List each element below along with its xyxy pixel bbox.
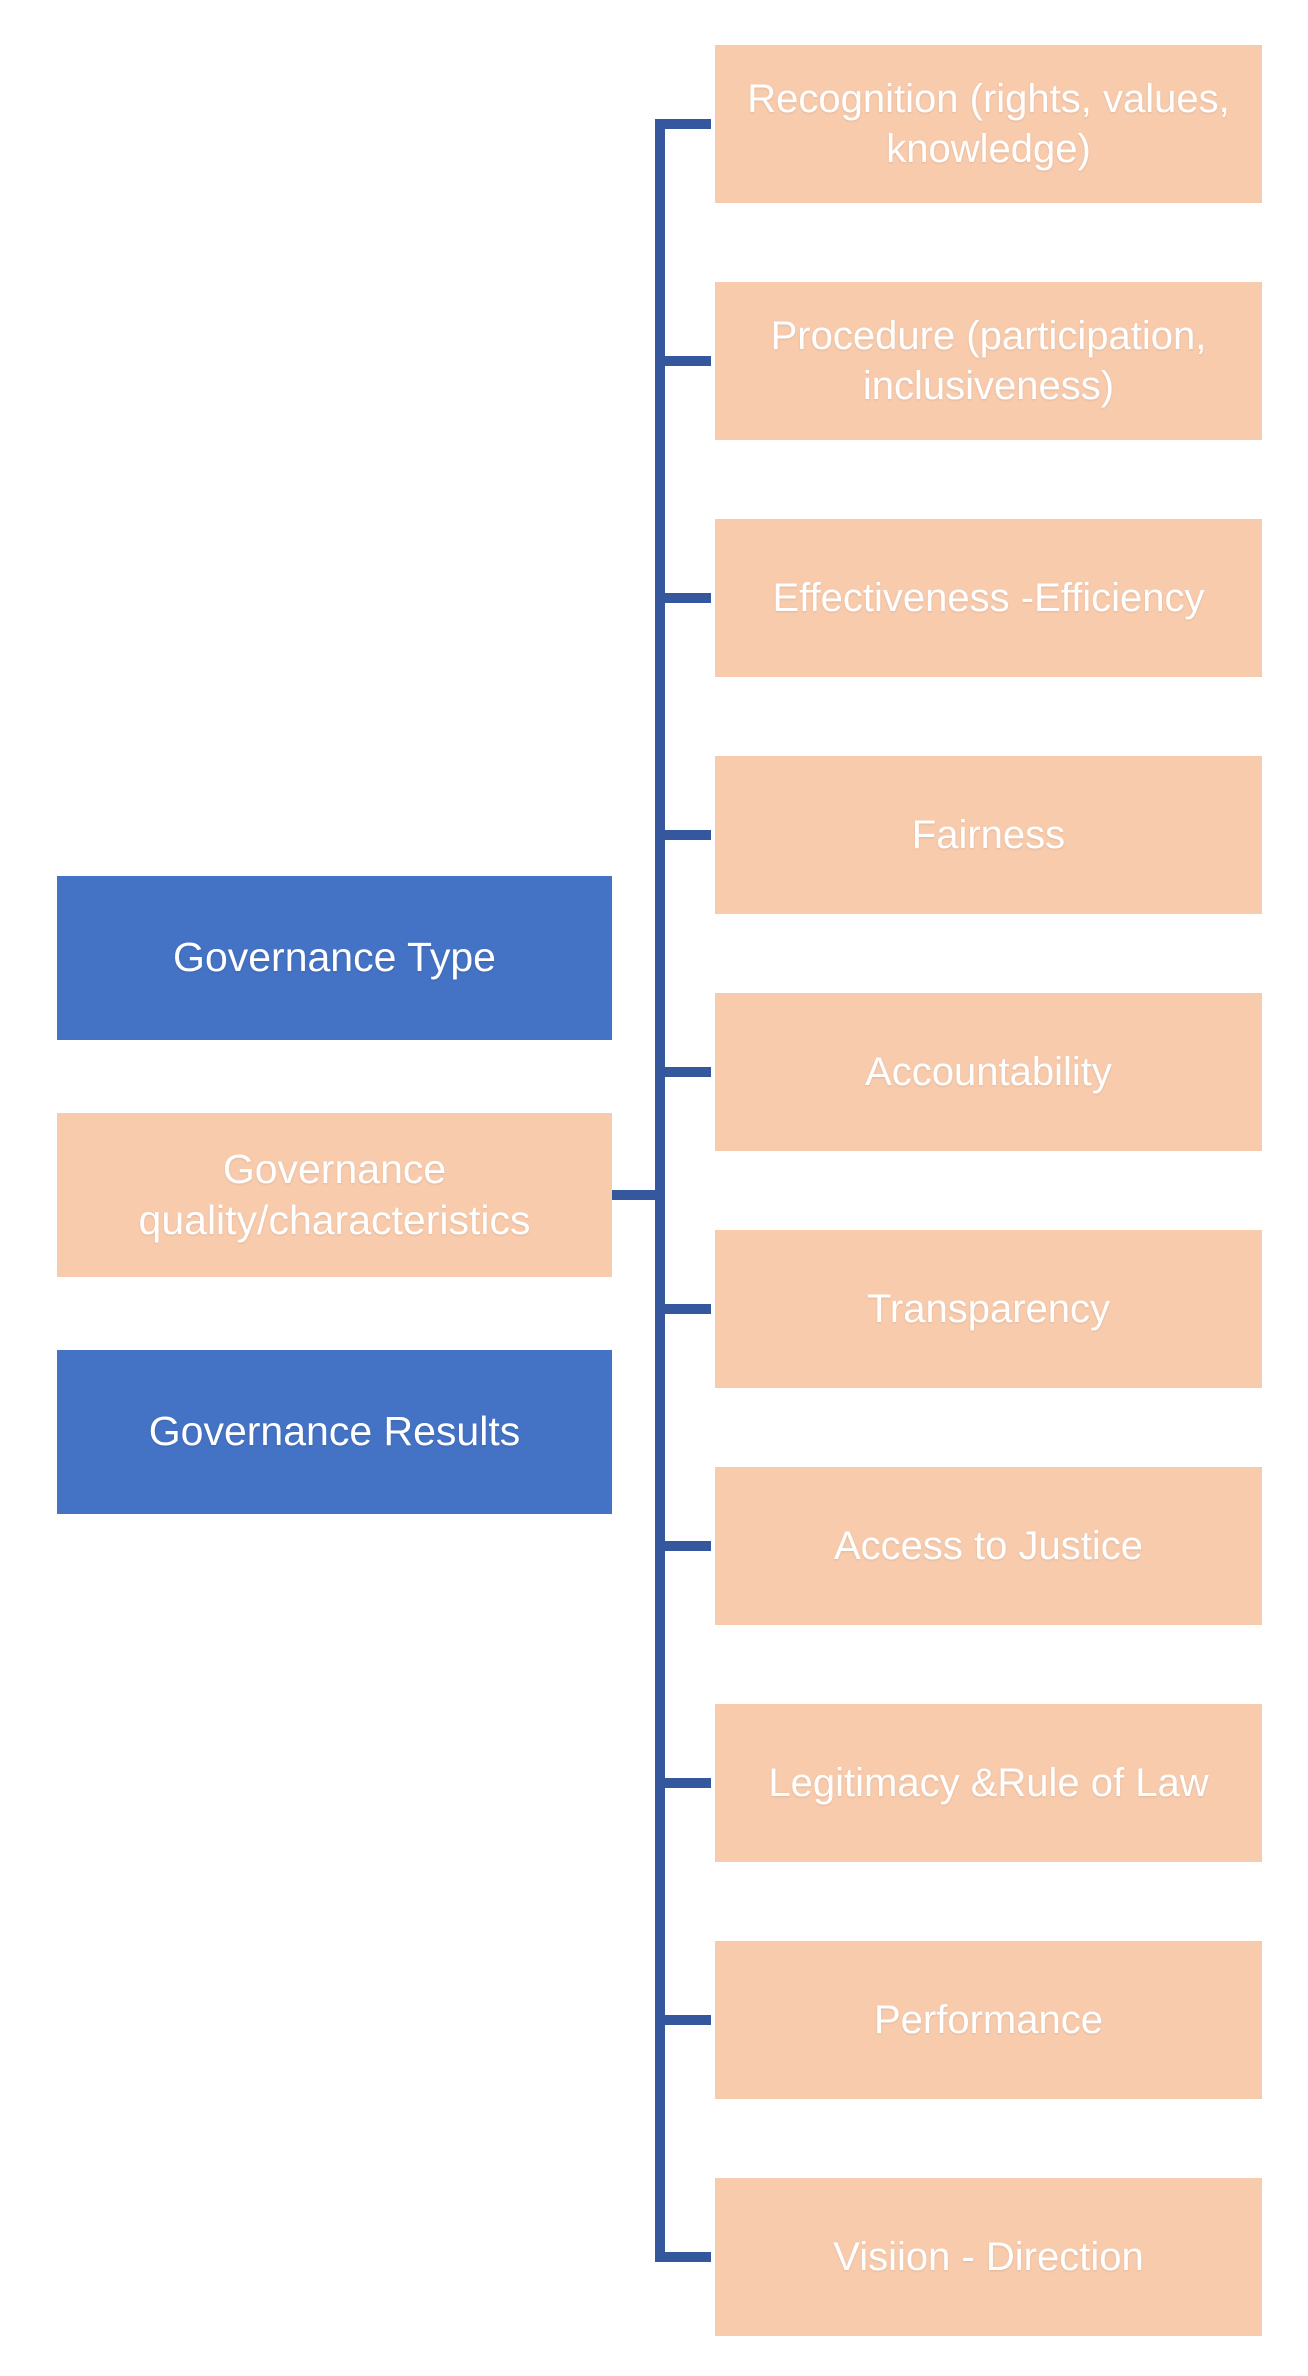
right-box-transparency-label: Transparency [866,1287,1111,1331]
connector-tick-6 [655,1304,711,1314]
connector-tick-2 [655,356,711,366]
right-box-recognition: Recognition (rights, values, knowledge) [715,45,1262,203]
right-box-performance-label: Performance [874,1998,1103,2042]
right-box-legitimacy-rule-of-law: Legitimacy &Rule of Law [715,1704,1262,1862]
connector-tick-4 [655,830,711,840]
connector-tick-3 [655,593,711,603]
right-box-vision-direction: Visiion - Direction [715,2178,1262,2336]
right-box-effectiveness-efficiency: Effectiveness -Efficiency [715,519,1262,677]
left-box-governance-results: Governance Results [57,1350,612,1514]
left-box-governance-quality: Governance quality/characteristics [57,1113,612,1277]
connector-tick-5 [655,1067,711,1077]
right-box-transparency: Transparency [715,1230,1262,1388]
right-box-accountability-label: Accountability [865,1050,1112,1094]
right-box-vision-direction-label: Visiion - Direction [833,2235,1144,2279]
connector-tick-8 [655,1778,711,1788]
right-box-access-to-justice-label: Access to Justice [833,1524,1143,1568]
right-box-fairness-label: Fairness [911,813,1066,857]
left-box-governance-results-label: Governance Results [148,1408,521,1455]
right-box-accountability: Accountability [715,993,1262,1151]
right-box-procedure: Procedure (participation, inclusiveness) [715,282,1262,440]
connector-left-tick [610,1190,665,1200]
connector-tick-10 [655,2252,711,2262]
connector-tick-9 [655,2015,711,2025]
right-box-legitimacy-rule-of-law-label: Legitimacy &Rule of Law [768,1761,1209,1805]
right-box-procedure-label: Procedure (participation, inclusiveness) [770,314,1207,408]
left-box-governance-type-label: Governance Type [173,934,496,981]
right-box-access-to-justice: Access to Justice [715,1467,1262,1625]
connector-tick-1 [655,119,711,129]
right-box-performance: Performance [715,1941,1262,2099]
right-box-recognition-label: Recognition (rights, values, knowledge) [747,77,1230,171]
left-box-governance-quality-label: Governance quality/characteristics [138,1145,531,1243]
connector-tick-7 [655,1541,711,1551]
right-box-effectiveness-efficiency-label: Effectiveness -Efficiency [772,576,1205,620]
right-box-fairness: Fairness [715,756,1262,914]
left-box-governance-type: Governance Type [57,876,612,1040]
